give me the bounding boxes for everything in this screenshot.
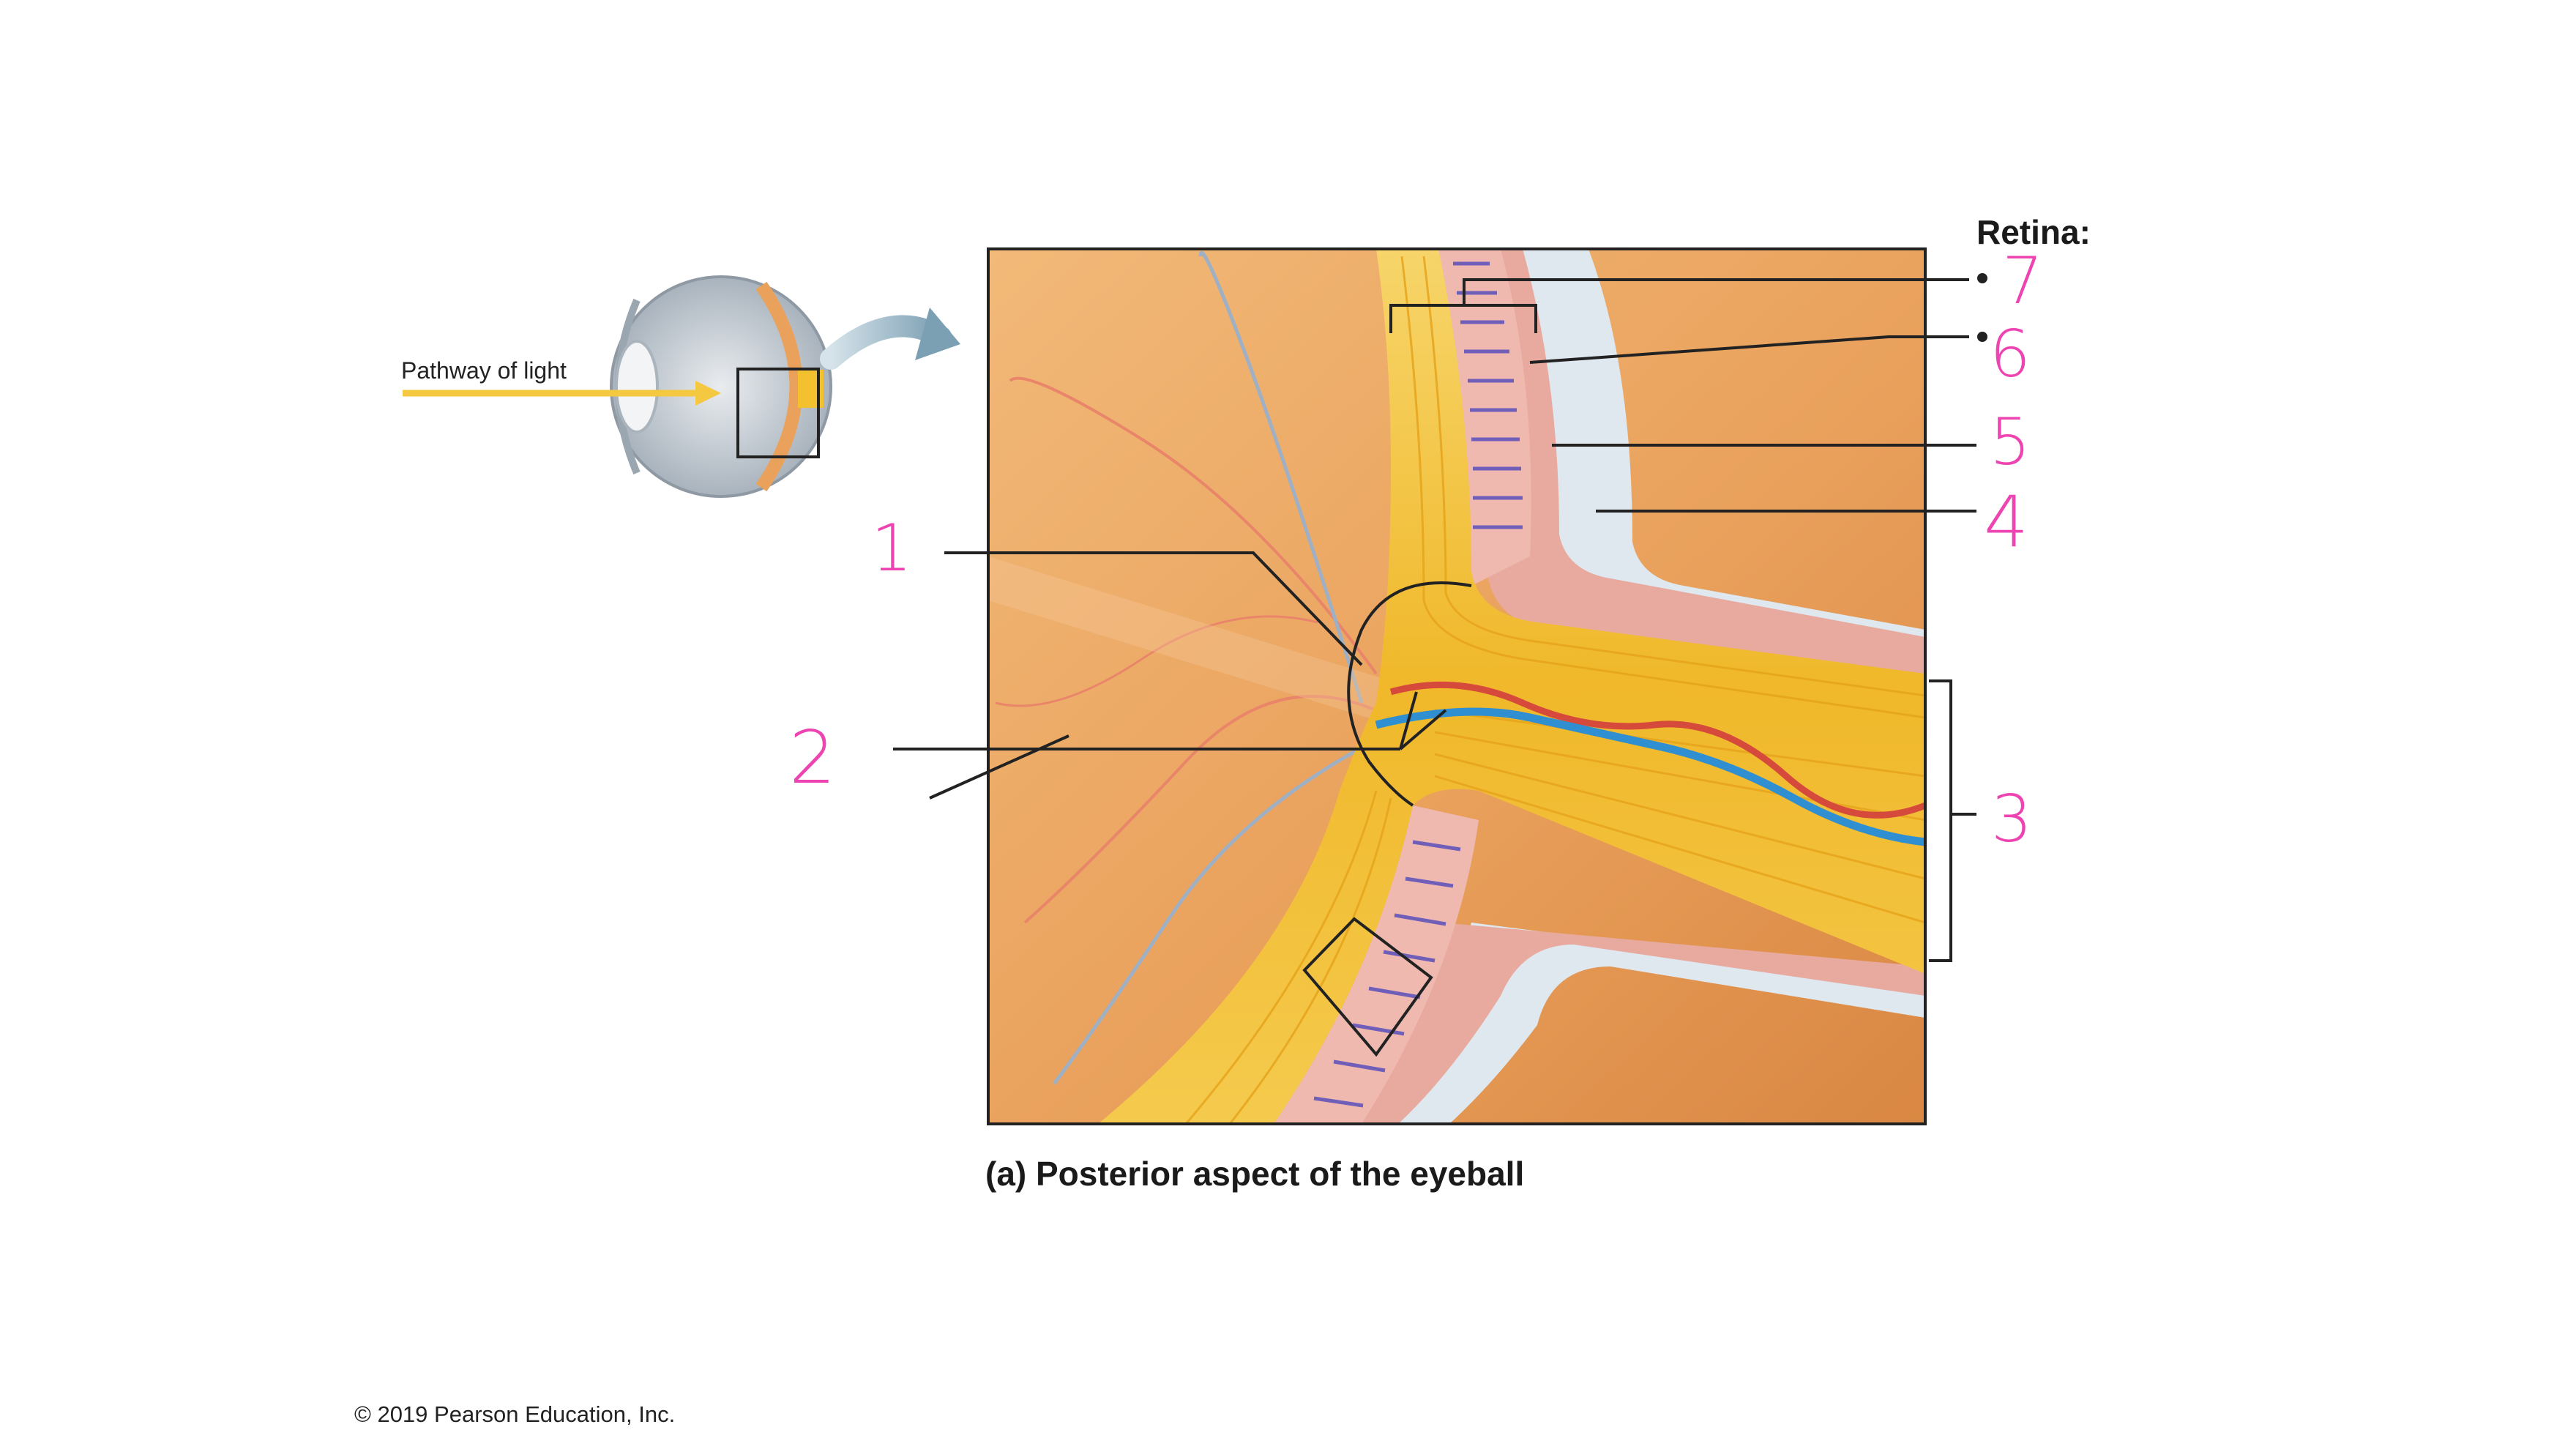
pathway-arrowhead bbox=[695, 381, 721, 406]
handwritten-number-1: 1 bbox=[871, 510, 912, 586]
fundus-vessel bbox=[995, 615, 1318, 707]
retina-heading: Retina: bbox=[1976, 213, 2091, 251]
choroid-upper bbox=[1471, 249, 1925, 681]
retina-back bbox=[755, 281, 803, 492]
photoreceptor-rods bbox=[1313, 261, 1523, 1108]
leader-line-6 bbox=[1529, 335, 1969, 364]
pathway-of-light-label: Pathway of light bbox=[401, 357, 567, 384]
fundus-vessel bbox=[1009, 376, 1378, 675]
zoom-arrowhead bbox=[915, 308, 960, 360]
fundus-sheen bbox=[988, 556, 1391, 725]
photoreceptor-layer-lower bbox=[1274, 805, 1479, 1124]
photoreceptor-layer-upper bbox=[1438, 249, 1531, 586]
copyright-notice: © 2019 Pearson Education, Inc. bbox=[354, 1401, 676, 1427]
leader-line-2c bbox=[1399, 709, 1447, 750]
handwritten-number-5: 5 bbox=[1990, 404, 2031, 480]
fundus-vessel bbox=[1052, 730, 1392, 1085]
leader-line-2d bbox=[929, 734, 1069, 800]
handwritten-number-6: 6 bbox=[1990, 316, 2031, 392]
leader-line-1 bbox=[944, 551, 1363, 666]
optic-disc-outline bbox=[1347, 581, 1472, 807]
handwritten-number-7: 7 bbox=[2002, 243, 2043, 319]
handwritten-number-3: 3 bbox=[1991, 781, 2032, 857]
fundus-vessel bbox=[1198, 250, 1364, 704]
bullet-7 bbox=[1977, 273, 1987, 283]
fundus-vessel bbox=[1023, 694, 1392, 924]
posterior-view bbox=[988, 249, 1925, 1124]
central-vein bbox=[1375, 707, 1925, 846]
eyeball-globe bbox=[610, 275, 832, 498]
lens bbox=[615, 340, 659, 433]
bracket-3 bbox=[1929, 679, 1952, 962]
handwritten-number-4: 4 bbox=[1984, 481, 2029, 563]
retina-detail-box bbox=[1302, 917, 1433, 1057]
eyeball-overview bbox=[403, 275, 960, 498]
leader-lines bbox=[893, 278, 1976, 962]
nerve-fibers bbox=[1184, 256, 1925, 1124]
figure-caption: (a) Posterior aspect of the eyeball bbox=[985, 1155, 1525, 1193]
bullet-6 bbox=[1977, 332, 1987, 342]
leader-line-2b bbox=[1399, 691, 1418, 750]
central-artery bbox=[1389, 681, 1925, 819]
zoom-box bbox=[736, 368, 820, 458]
leader-line-7 bbox=[1463, 278, 1969, 305]
main-frame bbox=[987, 247, 1927, 1125]
choroid-lower bbox=[1332, 923, 1925, 1124]
handwritten-number-2: 2 bbox=[789, 715, 836, 800]
retina-bullets bbox=[1977, 273, 1987, 342]
optic-nerve bbox=[1098, 249, 1925, 1124]
